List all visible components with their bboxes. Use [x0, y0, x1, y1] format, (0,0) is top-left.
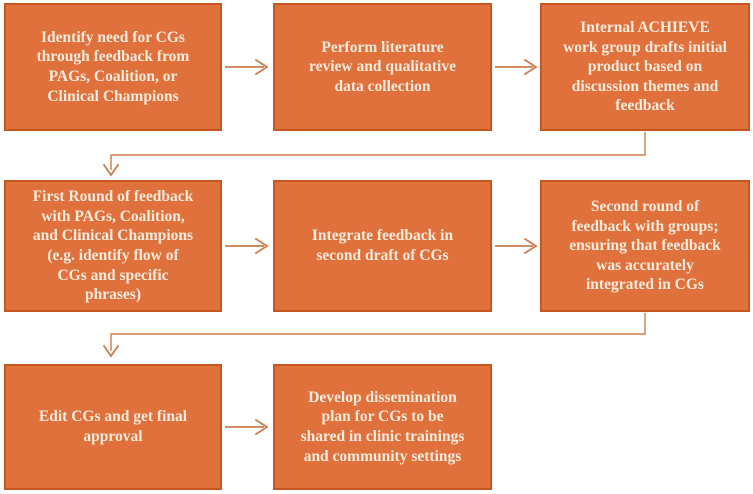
flow-step-label: Identify need for CGs through feedback f… [36, 28, 190, 105]
arrow-right-connector-7-8 [225, 418, 269, 436]
flow-step-label: First Round of feedback with PAGs, Coali… [32, 188, 194, 304]
flow-step-integrate-feedback: Integrate feedback in second draft of CG… [273, 180, 492, 312]
arrow-right-connector-1-2 [225, 58, 269, 76]
arrow-right-connector-5-6 [495, 237, 538, 255]
arrow-right-connector-2-3 [495, 58, 538, 76]
arrow-right-connector-4-5 [225, 237, 269, 255]
flow-step-label: Develop dissemination plan for CGs to be… [300, 388, 465, 465]
flow-step-label: Integrate feedback in second draft of CG… [311, 227, 454, 264]
flow-step-identify-need: Identify need for CGs through feedback f… [4, 3, 222, 131]
flow-step-label: Second round of feedback with groups; en… [569, 198, 721, 294]
elbow-connector-6-7 [102, 313, 646, 358]
flow-step-dissemination-plan: Develop dissemination plan for CGs to be… [273, 364, 492, 490]
flow-step-second-round-feedback: Second round of feedback with groups; en… [540, 180, 750, 312]
flow-step-literature-review: Perform literature review and qualitativ… [273, 3, 492, 131]
flow-step-internal-draft: Internal ACHIEVE work group drafts initi… [540, 3, 750, 131]
flow-step-label: Internal ACHIEVE work group drafts initi… [563, 19, 727, 115]
flow-step-label: Perform literature review and qualitativ… [309, 38, 456, 95]
flow-step-label: Edit CGs and get final approval [38, 408, 188, 445]
flow-step-first-round-feedback: First Round of feedback with PAGs, Coali… [4, 180, 222, 312]
flow-step-edit-approval: Edit CGs and get final approval [4, 364, 222, 490]
elbow-connector-3-4 [102, 132, 646, 177]
